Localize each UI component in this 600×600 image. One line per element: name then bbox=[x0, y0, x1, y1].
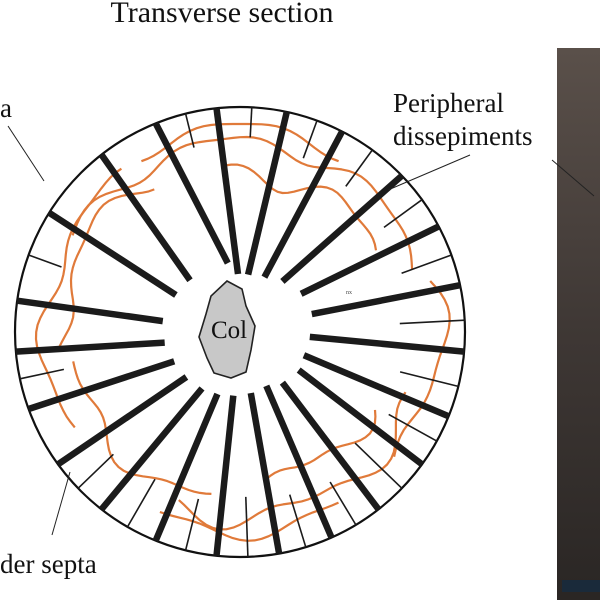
major-septum bbox=[247, 392, 283, 555]
label-peripheral-line1: Peripheral bbox=[393, 88, 504, 118]
major-septum bbox=[280, 173, 405, 284]
photo-scale-bar bbox=[562, 580, 600, 592]
major-septum bbox=[213, 107, 242, 275]
minor-septum bbox=[401, 254, 452, 274]
major-septum bbox=[261, 129, 345, 279]
minor-septum bbox=[245, 496, 249, 557]
minor-septum bbox=[302, 120, 318, 159]
minor-septum bbox=[184, 498, 200, 551]
major-septum bbox=[99, 386, 205, 512]
major-septum bbox=[16, 297, 164, 325]
major-septum bbox=[47, 210, 178, 298]
minor-septa bbox=[19, 107, 465, 557]
minor-septum bbox=[399, 371, 459, 388]
major-septum bbox=[244, 111, 290, 276]
label-peripheral-line2: dissepiments bbox=[393, 121, 533, 151]
major-septa bbox=[15, 107, 465, 557]
major-septum bbox=[279, 380, 382, 512]
corallite-wall bbox=[13, 105, 467, 559]
dissepiment-arc bbox=[265, 409, 377, 481]
major-septum bbox=[299, 223, 441, 297]
minor-septum bbox=[288, 494, 307, 548]
minor-septum bbox=[249, 107, 253, 138]
major-septum bbox=[15, 339, 165, 355]
leader-line-peripheral bbox=[387, 154, 471, 191]
leader-line-top-left bbox=[7, 125, 45, 182]
major-septum bbox=[309, 333, 465, 355]
leader-lines bbox=[7, 125, 595, 536]
figure-title: Transverse section bbox=[110, 0, 333, 29]
minor-septum bbox=[329, 481, 357, 526]
minor-septum bbox=[19, 368, 65, 380]
label-bottom-left: der septa bbox=[0, 549, 97, 579]
columella-shape bbox=[198, 280, 256, 379]
small-annotation: nx bbox=[346, 290, 352, 296]
major-septum bbox=[152, 392, 221, 542]
dissepiment-arc bbox=[34, 167, 123, 429]
major-septum bbox=[27, 358, 176, 413]
columella: Col bbox=[198, 280, 256, 379]
minor-septum bbox=[345, 149, 373, 187]
dissepiment-arc bbox=[159, 501, 339, 542]
leader-line-photo bbox=[551, 159, 595, 197]
minor-septum bbox=[354, 442, 403, 489]
minor-septum bbox=[126, 478, 156, 528]
major-septum bbox=[296, 367, 424, 467]
dissepiment-arc bbox=[57, 188, 155, 349]
major-septum bbox=[311, 282, 461, 318]
specimen-photo-panel bbox=[557, 48, 600, 600]
major-septum bbox=[213, 395, 237, 557]
major-septum bbox=[56, 374, 189, 467]
minor-septum bbox=[399, 319, 465, 325]
label-top-left-fragment: a bbox=[0, 93, 12, 123]
major-septum bbox=[302, 352, 450, 420]
dissepiment-arc bbox=[393, 280, 451, 458]
major-septum bbox=[263, 384, 335, 539]
major-septum bbox=[98, 152, 193, 283]
minor-septum bbox=[28, 254, 62, 268]
photo-background bbox=[557, 48, 600, 600]
major-septum bbox=[152, 121, 231, 265]
columella-label: Col bbox=[211, 317, 247, 344]
minor-septum bbox=[77, 453, 114, 489]
minor-septum bbox=[383, 199, 423, 229]
dissepiment-arc bbox=[71, 135, 414, 270]
minor-septum bbox=[184, 113, 195, 148]
minor-septum bbox=[388, 413, 438, 442]
leader-line-bottom-left bbox=[51, 471, 71, 536]
